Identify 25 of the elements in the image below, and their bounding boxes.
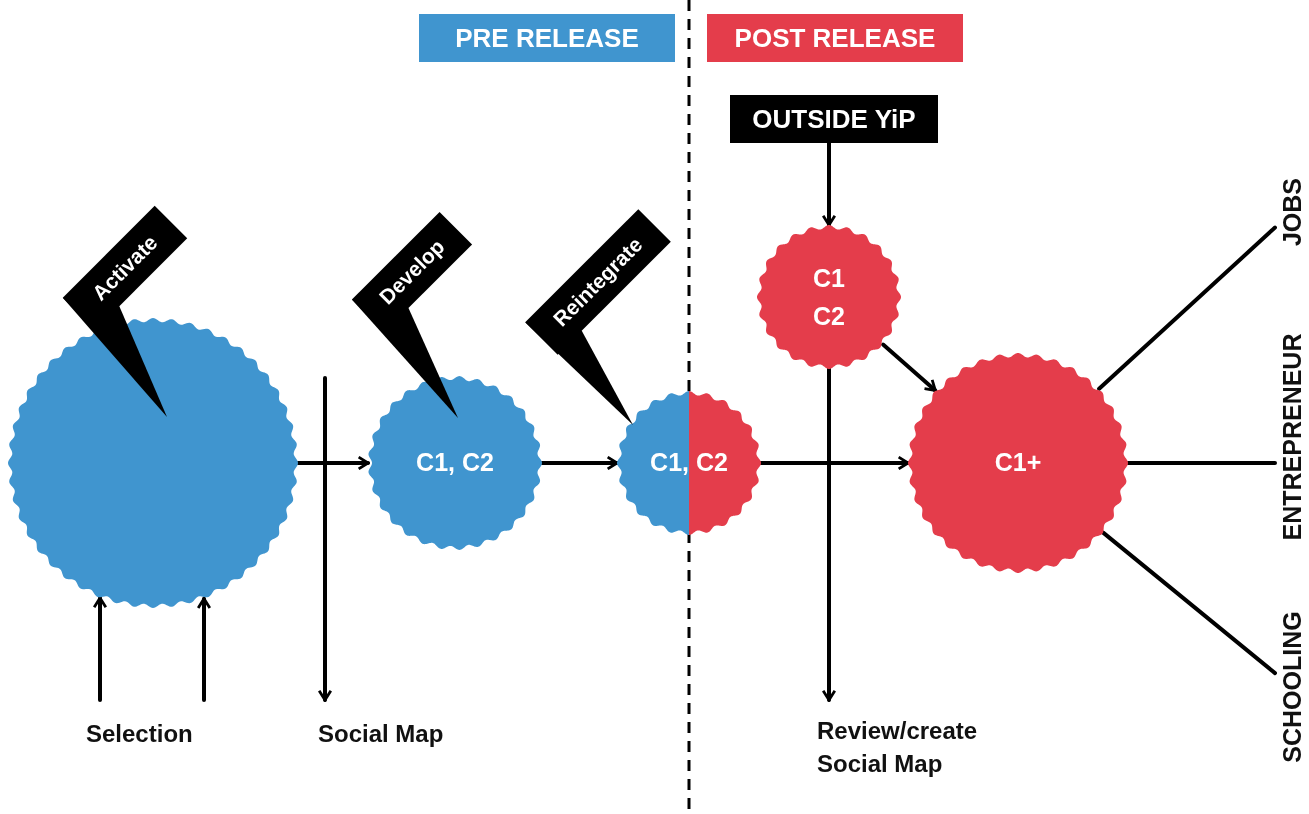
node-label: C1+ bbox=[994, 447, 1042, 479]
node-label: C1 C2 bbox=[812, 262, 846, 331]
arrow bbox=[317, 376, 333, 702]
arrow bbox=[92, 595, 108, 702]
connector-line bbox=[1097, 225, 1277, 391]
arrow bbox=[821, 367, 837, 702]
arrow bbox=[821, 141, 837, 227]
arrow bbox=[881, 342, 938, 393]
arrow bbox=[296, 455, 370, 471]
node-label: C1, C2 bbox=[650, 447, 728, 479]
context-label: OUTSIDE YiP bbox=[730, 95, 938, 143]
step-label: Review/create Social Map bbox=[817, 716, 979, 779]
arrow bbox=[196, 596, 212, 702]
outcome-label: SCHOOLING bbox=[1277, 611, 1307, 763]
phase-header: PRE RELEASE bbox=[419, 14, 675, 62]
phase-header: POST RELEASE bbox=[707, 14, 963, 62]
outcome-label: JOBS bbox=[1277, 177, 1307, 247]
arrow bbox=[540, 455, 619, 471]
step-label: Social Map bbox=[318, 718, 444, 749]
connector-line bbox=[1126, 461, 1277, 465]
connector-line bbox=[1101, 530, 1277, 676]
node-label: C1, C2 bbox=[416, 447, 494, 479]
outcome-label: ENTREPRENEUR bbox=[1277, 333, 1307, 541]
step-label: Selection bbox=[86, 718, 193, 749]
arrow bbox=[759, 455, 910, 471]
